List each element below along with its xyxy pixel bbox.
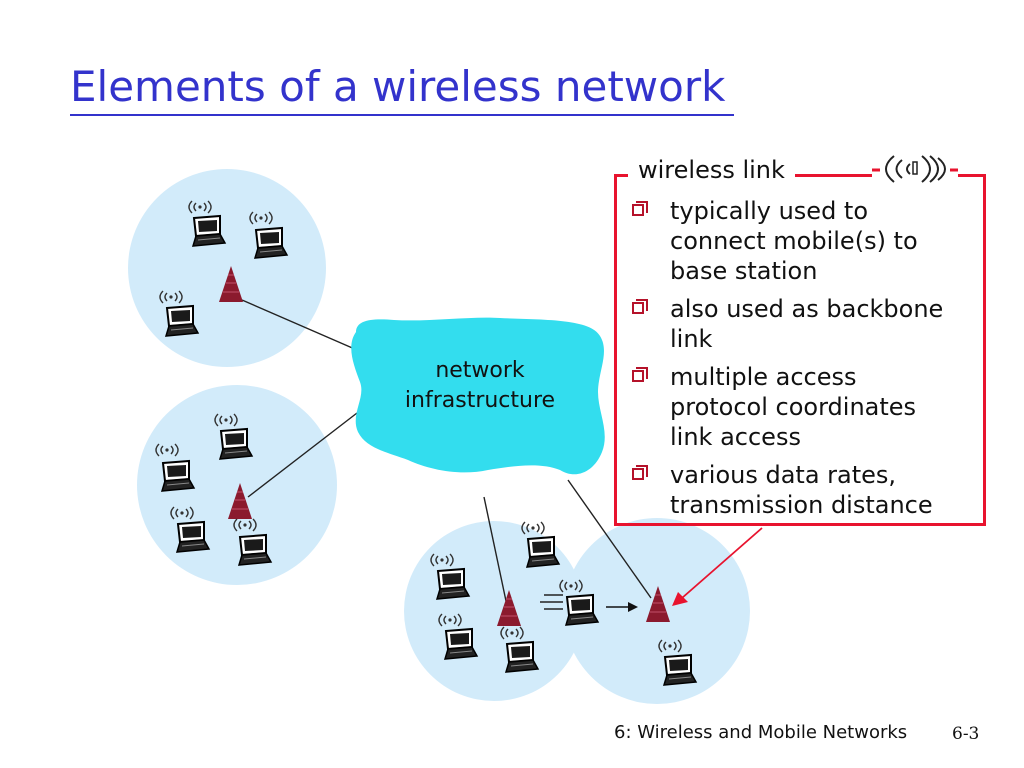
bullet-line: also used as backbone: [670, 295, 944, 323]
network-infrastructure-label: network infrastructure: [382, 356, 578, 416]
bullet-line: protocol coordinates: [670, 393, 917, 421]
bullet-box-icon: [632, 367, 648, 382]
wireless-signal-icon: [872, 152, 958, 186]
bullet-line: connect mobile(s) to: [670, 227, 918, 255]
laptop-icon: [219, 428, 253, 460]
callout-bullet-list: typically used to connect mobile(s) to b…: [628, 196, 984, 528]
wired-link: [483, 496, 507, 602]
bullet-line: link: [670, 325, 713, 353]
bullet-box-icon: [632, 465, 648, 480]
laptop-icon: [165, 305, 199, 337]
wireless-cell-top-left: [128, 169, 326, 367]
bullet-line: base station: [670, 257, 818, 285]
bullet-line: various data rates,: [670, 461, 897, 489]
slide-title: Elements of a wireless network: [70, 62, 726, 111]
laptop-icon: [161, 460, 195, 492]
wired-link: [241, 299, 358, 351]
network-infrastructure-cloud: [351, 317, 605, 475]
bullet-box-icon: [632, 201, 648, 216]
wired-link: [567, 479, 652, 599]
bullet-line: typically used to: [670, 197, 869, 225]
laptop-icon: [238, 534, 272, 566]
move-arrow: [606, 602, 638, 612]
callout-pointer-arrow: [672, 527, 763, 606]
motion-lines: [540, 594, 563, 610]
list-item: various data rates, transmission distanc…: [628, 460, 984, 520]
cloud-label-line: infrastructure: [404, 388, 556, 413]
laptop-icon: [436, 568, 470, 600]
bullet-line: transmission distance: [670, 491, 933, 519]
laptop-icon: [505, 641, 539, 673]
laptop-icon: [444, 628, 478, 660]
cloud-label-line: network: [435, 358, 525, 383]
callout-heading: wireless link: [628, 156, 795, 184]
laptop-icon: [565, 594, 599, 626]
list-item: typically used to connect mobile(s) to b…: [628, 196, 984, 286]
laptop-icon: [254, 227, 288, 259]
laptop-icon: [663, 654, 697, 686]
laptop-icon: [526, 536, 560, 568]
bullet-box-icon: [632, 299, 648, 314]
wired-link: [247, 412, 358, 498]
wireless-link-callout-box: [614, 174, 986, 526]
bullet-line: multiple access: [670, 363, 857, 391]
laptop-icon: [176, 521, 210, 553]
list-item: also used as backbone link: [628, 294, 984, 354]
bullet-line: link access: [670, 423, 801, 451]
list-item: multiple access protocol coordinates lin…: [628, 362, 984, 452]
footer-page-number: 6-3: [952, 724, 980, 744]
wireless-cell-bottom-left: [404, 521, 584, 701]
footer-chapter-label: 6: Wireless and Mobile Networks: [614, 722, 908, 743]
title-underline: [70, 114, 734, 116]
laptop-icon: [192, 215, 226, 247]
